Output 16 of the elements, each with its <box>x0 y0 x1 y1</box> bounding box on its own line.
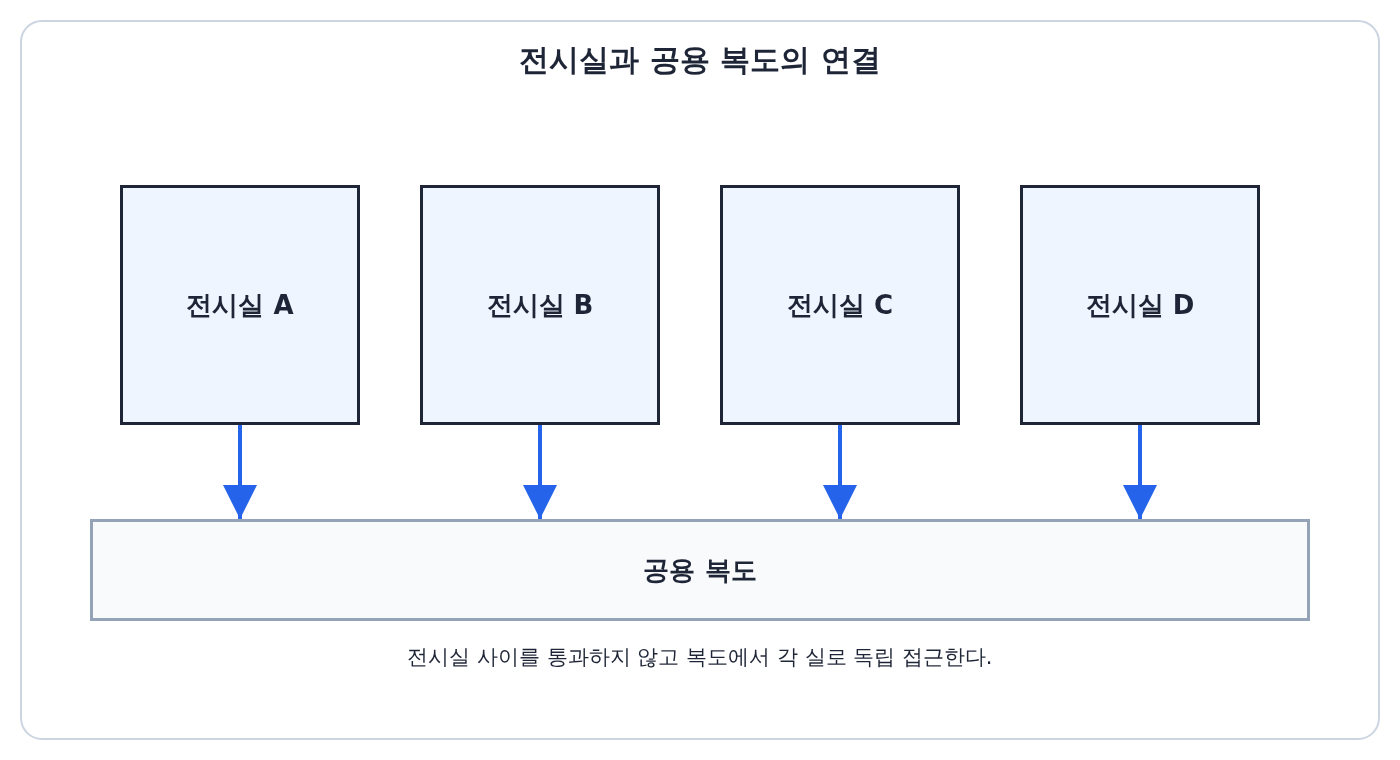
node-label: 공용 복도 <box>643 553 757 587</box>
node-label: 전시실 C <box>786 288 894 322</box>
arrow <box>823 425 857 519</box>
arrow <box>1123 425 1157 519</box>
room-box <box>120 185 360 425</box>
arrow <box>523 425 557 519</box>
node-label: 전시실 B <box>486 288 594 322</box>
corridor-box <box>90 519 1310 621</box>
caption: 전시실 사이를 통과하지 않고 복도에서 각 실로 독립 접근한다. <box>407 645 993 669</box>
room-box <box>720 185 960 425</box>
arrow <box>223 425 257 519</box>
room-box <box>1020 185 1260 425</box>
node-label: 전시실 A <box>186 288 294 322</box>
diagram-title: 전시실과 공용 복도의 연결 <box>519 42 881 77</box>
node-label: 전시실 D <box>1085 288 1195 322</box>
room-box <box>420 185 660 425</box>
